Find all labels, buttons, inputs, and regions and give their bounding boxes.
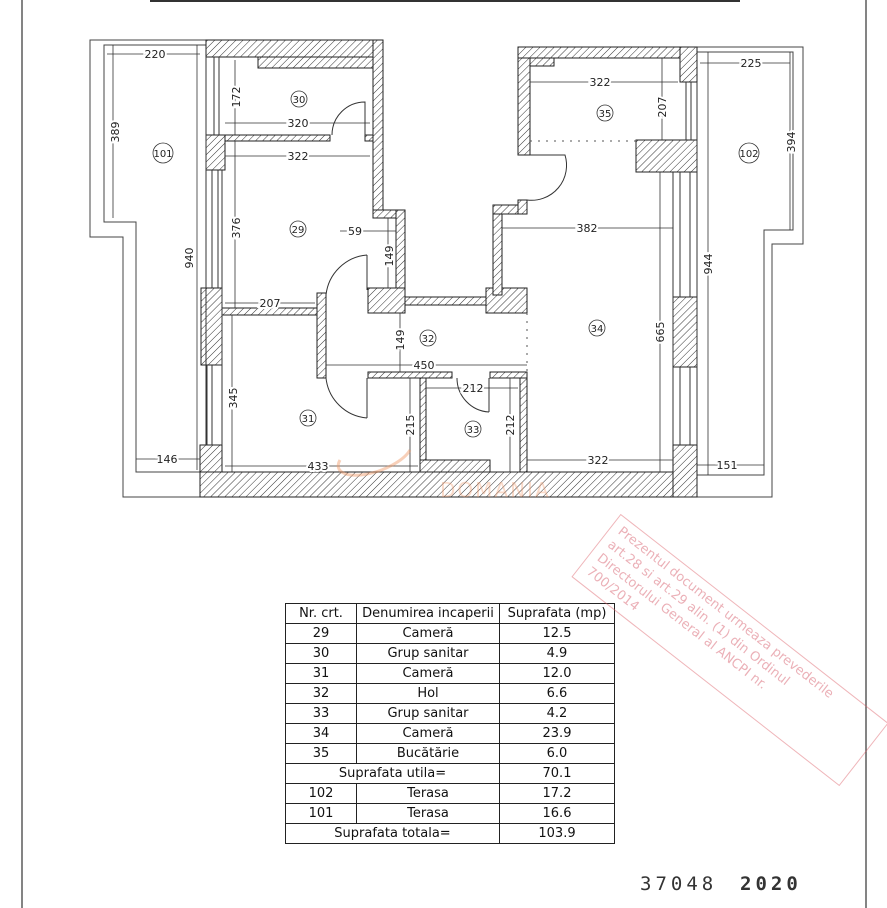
dim-label: 215 [404, 415, 417, 436]
cell-nr: 29 [285, 623, 357, 644]
dim-label: 320 [288, 117, 309, 130]
cell-nr: 34 [285, 723, 357, 744]
total-area-row: Suprafata totala=103.9 [285, 823, 615, 844]
cell-nr: 31 [285, 663, 357, 684]
walls [199, 39, 698, 498]
terrace-101-outline [89, 39, 206, 498]
dim-label: 212 [463, 382, 484, 395]
cell-nr: 101 [285, 803, 357, 824]
dim-label: 940 [183, 248, 196, 269]
document-year: 2020 [740, 873, 802, 895]
room-labels [152, 90, 760, 438]
dim-label: 322 [588, 454, 609, 467]
room-id-34: 34 [591, 324, 604, 335]
room-id-31: 31 [302, 414, 315, 425]
cell-name: Cameră [356, 723, 500, 744]
cell-area: 4.2 [499, 703, 615, 724]
dim-label: 59 [348, 225, 362, 238]
cell-name: Grup sanitar [356, 643, 500, 664]
terrace-102-outline [693, 46, 804, 498]
useful-area-row: Suprafata utila=70.1 [285, 763, 615, 784]
dim-label: 382 [577, 222, 598, 235]
useful-area-label: Suprafata utila= [285, 763, 500, 784]
cell-name: Bucătărie [356, 743, 500, 764]
total-area-label: Suprafata totala= [285, 823, 500, 844]
dim-label: 394 [785, 132, 798, 153]
dim-label: 149 [383, 246, 396, 267]
header-area: Suprafata (mp) [499, 603, 615, 624]
dim-label: 207 [656, 97, 669, 118]
cell-nr: 30 [285, 643, 357, 664]
dim-label: 322 [288, 150, 309, 163]
area-table: Nr. crt. Denumirea incaperii Suprafata (… [285, 603, 615, 844]
dim-label: 665 [654, 322, 667, 343]
opening-dotted-lines [526, 140, 636, 372]
room-id-102: 102 [739, 149, 758, 160]
room-id-32: 32 [422, 334, 435, 345]
cell-name: Cameră [356, 623, 500, 644]
header-name: Denumirea incaperii [356, 603, 500, 624]
cell-nr: 35 [285, 743, 357, 764]
dim-label: 220 [145, 48, 166, 61]
cell-name: Terasa [356, 803, 500, 824]
room-id-30: 30 [293, 95, 306, 106]
room-id-101: 101 [153, 149, 172, 160]
cell-nr: 102 [285, 783, 357, 804]
cell-nr: 33 [285, 703, 357, 724]
cell-name: Terasa [356, 783, 500, 804]
dim-label: 151 [717, 459, 738, 472]
dim-label: 944 [702, 254, 715, 275]
dim-label: 376 [230, 218, 243, 239]
dimension-lines [107, 45, 791, 475]
dim-label: 207 [260, 297, 281, 310]
dim-label: 225 [741, 57, 762, 70]
dim-label: 322 [590, 76, 611, 89]
useful-area-value: 70.1 [499, 763, 615, 784]
dim-label: 212 [504, 415, 517, 436]
dim-label: 149 [394, 330, 407, 351]
table-header: Nr. crt. Denumirea incaperii Suprafata (… [285, 603, 615, 624]
cell-area: 16.6 [499, 803, 615, 824]
header-nr: Nr. crt. [285, 603, 357, 624]
total-area-value: 103.9 [499, 823, 615, 844]
dim-label: 433 [308, 460, 329, 473]
door-swings [325, 101, 568, 419]
cell-area: 23.9 [499, 723, 615, 744]
cell-name: Hol [356, 683, 500, 704]
cell-area: 12.5 [499, 623, 615, 644]
dim-label: 345 [227, 388, 240, 409]
cell-area: 17.2 [499, 783, 615, 804]
cell-nr: 32 [285, 683, 357, 704]
room-id-29: 29 [292, 225, 305, 236]
watermark-logo-swoosh [336, 449, 412, 477]
cell-area: 12.0 [499, 663, 615, 684]
cell-area: 6.6 [499, 683, 615, 704]
dim-label: 146 [157, 453, 178, 466]
cell-name: Cameră [356, 663, 500, 684]
dimension-labels: 220 389 940 146 172 320 322 376 59 149 2… [107, 46, 800, 475]
document-number: 37048 [640, 873, 718, 895]
cell-area: 6.0 [499, 743, 615, 764]
cell-name: Grup sanitar [356, 703, 500, 724]
cell-area: 4.9 [499, 643, 615, 664]
watermark: DOMANIA [440, 478, 551, 502]
room-id-33: 33 [467, 425, 480, 436]
windows [205, 57, 698, 445]
dim-label: 389 [109, 122, 122, 143]
dim-label: 450 [414, 359, 435, 372]
dim-label: 172 [230, 87, 243, 108]
room-id-35: 35 [599, 109, 612, 120]
